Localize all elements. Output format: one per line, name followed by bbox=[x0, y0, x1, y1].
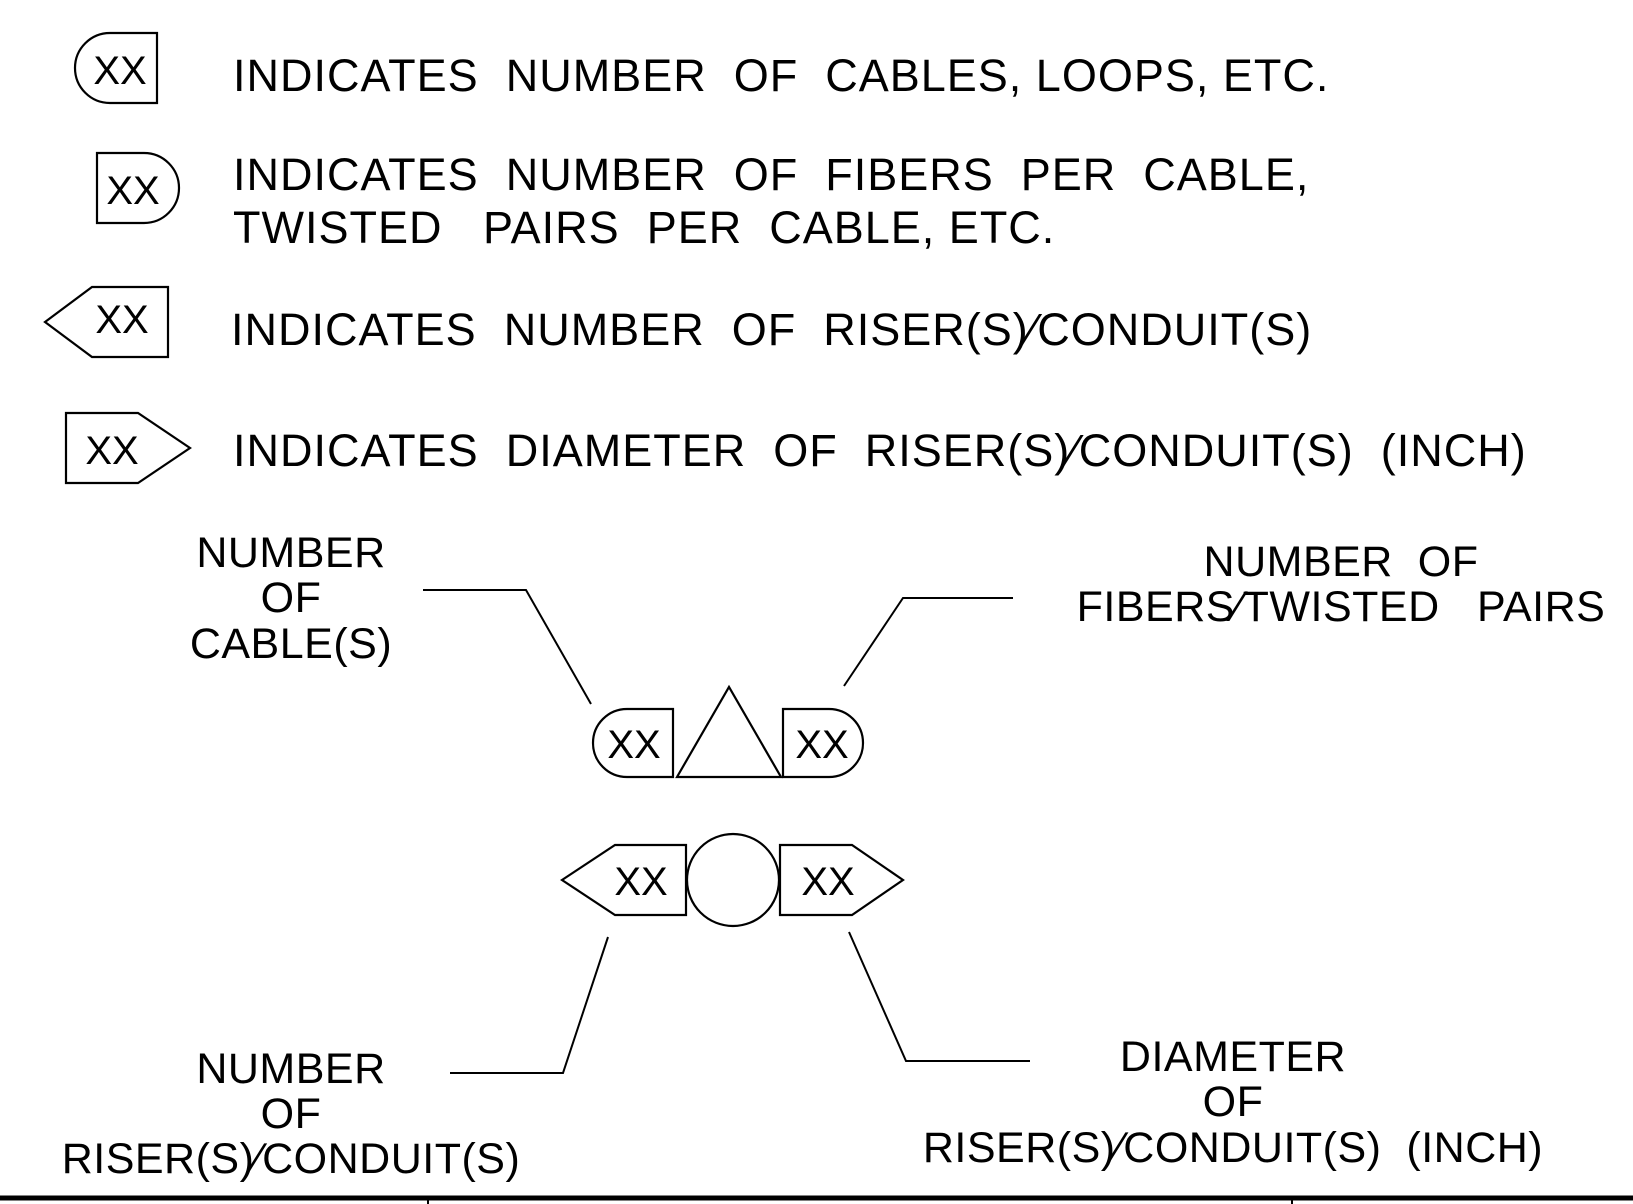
composite-riser-diameter-placeholder: XX bbox=[801, 860, 854, 904]
composite-riser-symbol: XX XX bbox=[560, 832, 905, 928]
label-number-of-fibers: NUMBER OF FIBERS∕TWISTED PAIRS bbox=[1077, 538, 1606, 631]
composite-fiber-count-placeholder: XX bbox=[795, 723, 848, 767]
label-cables-line3: CABLE(S) bbox=[190, 620, 392, 668]
label-diameter-line1: DIAMETER bbox=[1120, 1033, 1346, 1081]
fiber-count-symbol bbox=[95, 151, 181, 225]
legend-text-diameter: INDICATES DIAMETER OF RISER(S)∕CONDUIT(S… bbox=[233, 425, 1527, 476]
composite-riser-count-placeholder: XX bbox=[614, 860, 667, 904]
cable-count-placeholder: XX bbox=[93, 49, 146, 93]
riser-count-placeholder: XX bbox=[95, 298, 148, 342]
riser-diameter-symbol bbox=[64, 411, 192, 485]
legend-row-fibers: XX INDICATES NUMBER OF FIBERS PER CABLE,… bbox=[95, 149, 1309, 253]
label-number-of-risers: NUMBER OF RISER(S)∕CONDUIT(S) bbox=[62, 1045, 521, 1183]
legend-row-diameter: XX INDICATES DIAMETER OF RISER(S)∕CONDUI… bbox=[64, 411, 1527, 485]
bottom-border bbox=[0, 1195, 1633, 1204]
composite-cable-count-box bbox=[591, 707, 675, 779]
composite-cable-symbol: XX XX bbox=[591, 684, 865, 779]
composite-cable-count-placeholder: XX bbox=[607, 723, 660, 767]
legend-text-cables: INDICATES NUMBER OF CABLES, LOOPS, ETC. bbox=[233, 50, 1329, 101]
legend-row-cables: XX INDICATES NUMBER OF CABLES, LOOPS, ET… bbox=[73, 31, 1329, 105]
legend-row-risers: XX INDICATES NUMBER OF RISER(S)∕CONDUIT(… bbox=[43, 285, 1312, 359]
label-cables-line2: OF bbox=[261, 574, 322, 622]
label-risers-line3: RISER(S)∕CONDUIT(S) bbox=[62, 1135, 521, 1183]
composite-riser-diameter-box bbox=[778, 843, 905, 917]
label-fibers-line2: FIBERS∕TWISTED PAIRS bbox=[1077, 583, 1606, 631]
riser-diameter-placeholder: XX bbox=[85, 429, 138, 473]
legend-text-risers: INDICATES NUMBER OF RISER(S)∕CONDUIT(S) bbox=[231, 304, 1312, 355]
leader-line-diameter bbox=[848, 931, 1030, 1062]
label-diameter-line3: RISER(S)∕CONDUIT(S) (INCH) bbox=[923, 1124, 1543, 1172]
riser-count-symbol bbox=[43, 285, 170, 359]
cable-count-symbol bbox=[73, 31, 159, 105]
leader-line-cables bbox=[423, 589, 592, 705]
label-diameter-line2: OF bbox=[1203, 1078, 1264, 1126]
riser-circle-symbol bbox=[685, 832, 781, 928]
composite-fiber-count-box bbox=[781, 707, 865, 779]
label-diameter-of-risers: DIAMETER OF RISER(S)∕CONDUIT(S) (INCH) bbox=[923, 1033, 1543, 1172]
label-risers-line1: NUMBER bbox=[196, 1045, 385, 1093]
label-cables-line1: NUMBER bbox=[196, 529, 385, 577]
leader-line-risers bbox=[450, 936, 609, 1074]
cable-triangle-symbol bbox=[675, 684, 783, 779]
legend-text-fibers-line1: INDICATES NUMBER OF FIBERS PER CABLE, bbox=[233, 149, 1309, 200]
fiber-count-placeholder: XX bbox=[106, 169, 159, 213]
label-number-of-cables: NUMBER OF CABLE(S) bbox=[190, 529, 392, 668]
label-fibers-line1: NUMBER OF bbox=[1204, 538, 1479, 586]
legend-text-fibers-line2: TWISTED PAIRS PER CABLE, ETC. bbox=[233, 202, 1055, 253]
leader-line-fibers bbox=[843, 597, 1013, 687]
label-risers-line2: OF bbox=[261, 1090, 322, 1138]
